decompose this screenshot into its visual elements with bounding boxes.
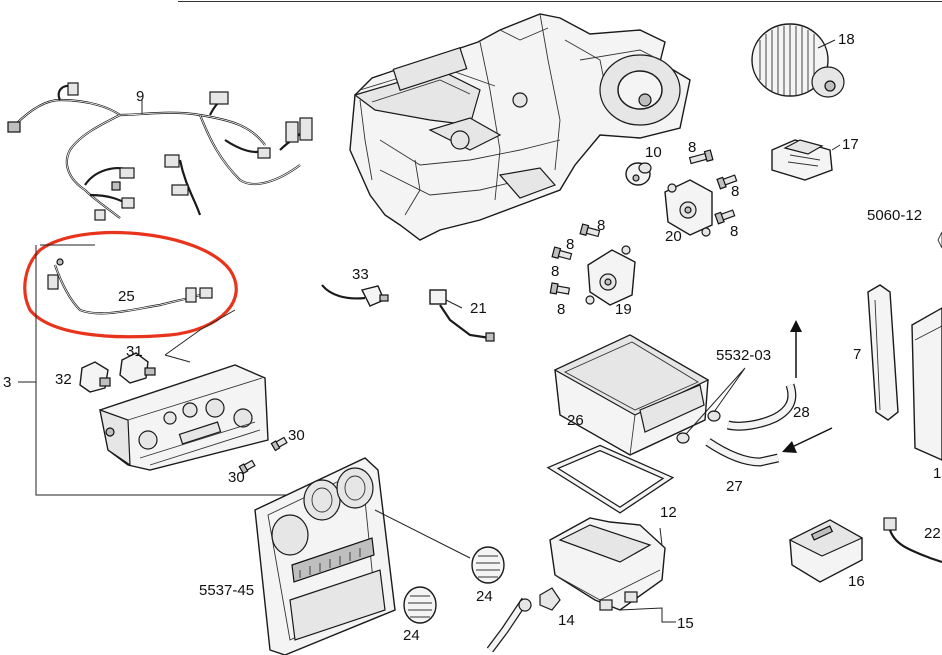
- actuator-20: [664, 179, 713, 237]
- callout-22: 22: [924, 525, 941, 542]
- leader-5532: [685, 367, 746, 435]
- callout-32: 32: [55, 371, 72, 388]
- hvac-housing: [349, 13, 691, 241]
- callout-10: 10: [645, 144, 662, 161]
- cable-33: [321, 284, 389, 307]
- callout-1: 1: [933, 465, 942, 482]
- highlight-circle: [23, 230, 238, 339]
- callout-28: 28: [793, 404, 810, 421]
- hose-27: [705, 438, 779, 467]
- cable-25: [47, 258, 213, 315]
- callout-8-f: 8: [551, 263, 560, 280]
- callout-30-b: 30: [228, 469, 245, 486]
- arrow-in-head: [782, 441, 797, 453]
- callout-30-a: 30: [288, 427, 305, 444]
- control-panel: [99, 364, 269, 471]
- leader-12-15: [659, 527, 663, 546]
- callout-5537-45: 5537-45: [199, 582, 255, 599]
- callout-16: 16: [848, 573, 865, 590]
- heater-core: [553, 334, 710, 456]
- callout-12: 12: [660, 504, 677, 521]
- callout-8-e: 8: [566, 236, 575, 253]
- callout-5532-03: 5532-03: [716, 347, 772, 364]
- connector-22: [883, 517, 942, 564]
- screws-30: [238, 436, 288, 475]
- callout-20: 20: [665, 228, 682, 245]
- connector-21: [429, 289, 495, 342]
- leader-panel: [164, 354, 191, 363]
- drain-seal-14: [486, 587, 561, 653]
- leader-17: [831, 144, 841, 151]
- leader-15: [619, 607, 676, 623]
- callout-24-b: 24: [403, 627, 420, 644]
- callout-24-a: 24: [476, 588, 493, 605]
- callout-21: 21: [470, 300, 487, 317]
- callout-8-g: 8: [557, 301, 566, 318]
- callout-8-a: 8: [688, 139, 697, 156]
- callout-26: 26: [567, 412, 584, 429]
- callout-7: 7: [853, 346, 862, 363]
- callout-9: 9: [136, 88, 145, 105]
- callout-23: 3: [3, 374, 12, 391]
- arrow-up-head: [790, 320, 802, 332]
- control-module-16: [788, 519, 864, 583]
- center-console: [254, 457, 396, 655]
- hose-28: [726, 383, 797, 431]
- callout-18: 18: [838, 31, 855, 48]
- callout-31: 31: [126, 343, 143, 360]
- partial-part: [937, 231, 942, 249]
- seal-rings: [676, 410, 721, 444]
- blower-wheel: [751, 23, 845, 98]
- wiring-harness: [7, 82, 313, 221]
- callout-17: 17: [842, 136, 859, 153]
- blower-resistor: [771, 139, 833, 181]
- leader-24-console: [374, 509, 471, 559]
- vent-24a: [471, 546, 505, 584]
- actuator-19: [585, 245, 636, 306]
- callout-8-d: 8: [597, 217, 606, 234]
- small-actuator: [625, 162, 652, 186]
- leader-25-panel: [164, 309, 236, 356]
- callout-8-c: 8: [730, 223, 739, 240]
- leader-21: [445, 299, 463, 309]
- evaporator-right: [911, 307, 942, 461]
- lower-housing: [549, 517, 666, 611]
- leader-18: [817, 39, 836, 49]
- callout-8-b: 8: [731, 183, 740, 200]
- callout-15: 15: [677, 615, 694, 632]
- callout-19: 19: [615, 301, 632, 318]
- duct-7: [867, 284, 899, 421]
- callout-5060-12: 5060-12: [867, 207, 923, 224]
- callout-33: 33: [352, 266, 369, 283]
- knob-32: [79, 361, 111, 393]
- callout-14: 14: [558, 612, 575, 629]
- gasket-12: [546, 444, 675, 514]
- screws-8: [549, 149, 738, 295]
- vent-24b: [403, 586, 437, 624]
- callout-25: 25: [118, 288, 135, 305]
- group-bracket: [35, 245, 290, 496]
- callout-27: 27: [726, 478, 743, 495]
- knob-31: [119, 352, 156, 384]
- arrow-in-line: [789, 427, 833, 449]
